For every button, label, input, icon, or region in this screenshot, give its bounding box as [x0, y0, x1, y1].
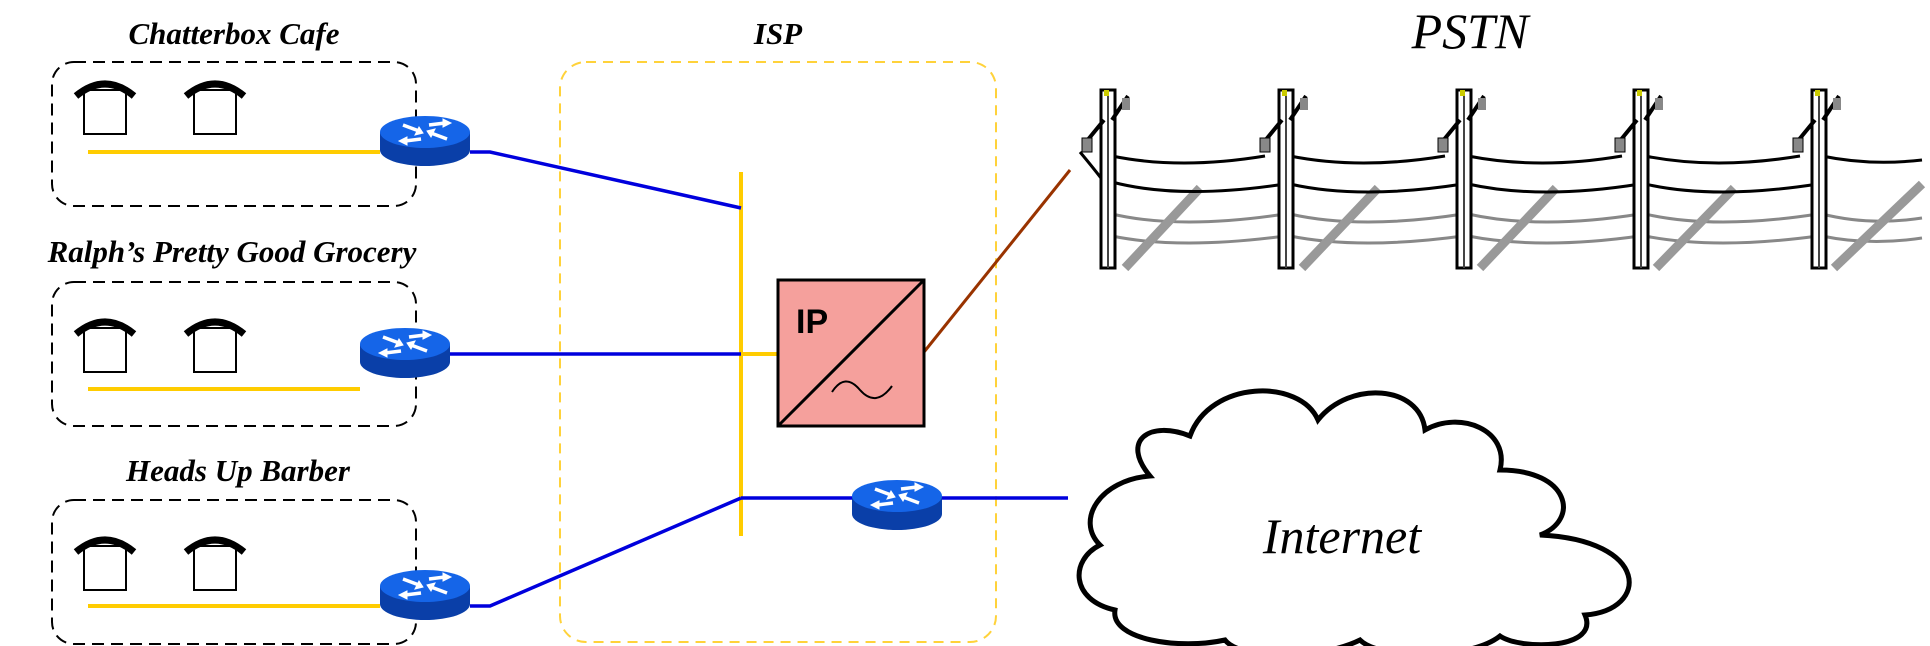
- cloud-icon: [1076, 388, 1632, 646]
- router-icon: [850, 478, 944, 532]
- site-label-ralphs: Ralph’s Pretty Good Grocery: [47, 234, 417, 269]
- house-icon: [76, 540, 134, 590]
- gateway-to-pstn-link: [922, 169, 1072, 353]
- internet-label: Internet: [1262, 508, 1422, 564]
- wan-link-chatterbox: [470, 150, 742, 210]
- isp-boundary: [559, 61, 997, 643]
- house-icon: [186, 322, 244, 372]
- house-icon: [186, 540, 244, 590]
- voip-gateway-icon: [776, 278, 926, 428]
- house-icon: [76, 84, 134, 134]
- site-label-chatterbox: Chatterbox Cafe: [129, 16, 340, 51]
- site-label-headsup: Heads Up Barber: [125, 453, 351, 488]
- gateway-label: IP: [796, 303, 828, 341]
- router-icon: [358, 326, 452, 380]
- wan-link-headsup: [470, 496, 742, 608]
- router-icon: [378, 568, 472, 622]
- telephone-poles-icon: [1078, 88, 1926, 272]
- isp-label: ISP: [753, 16, 803, 51]
- pstn-label: PSTN: [1411, 3, 1531, 59]
- house-icon: [76, 322, 134, 372]
- house-icon: [186, 84, 244, 134]
- router-icon: [378, 114, 472, 168]
